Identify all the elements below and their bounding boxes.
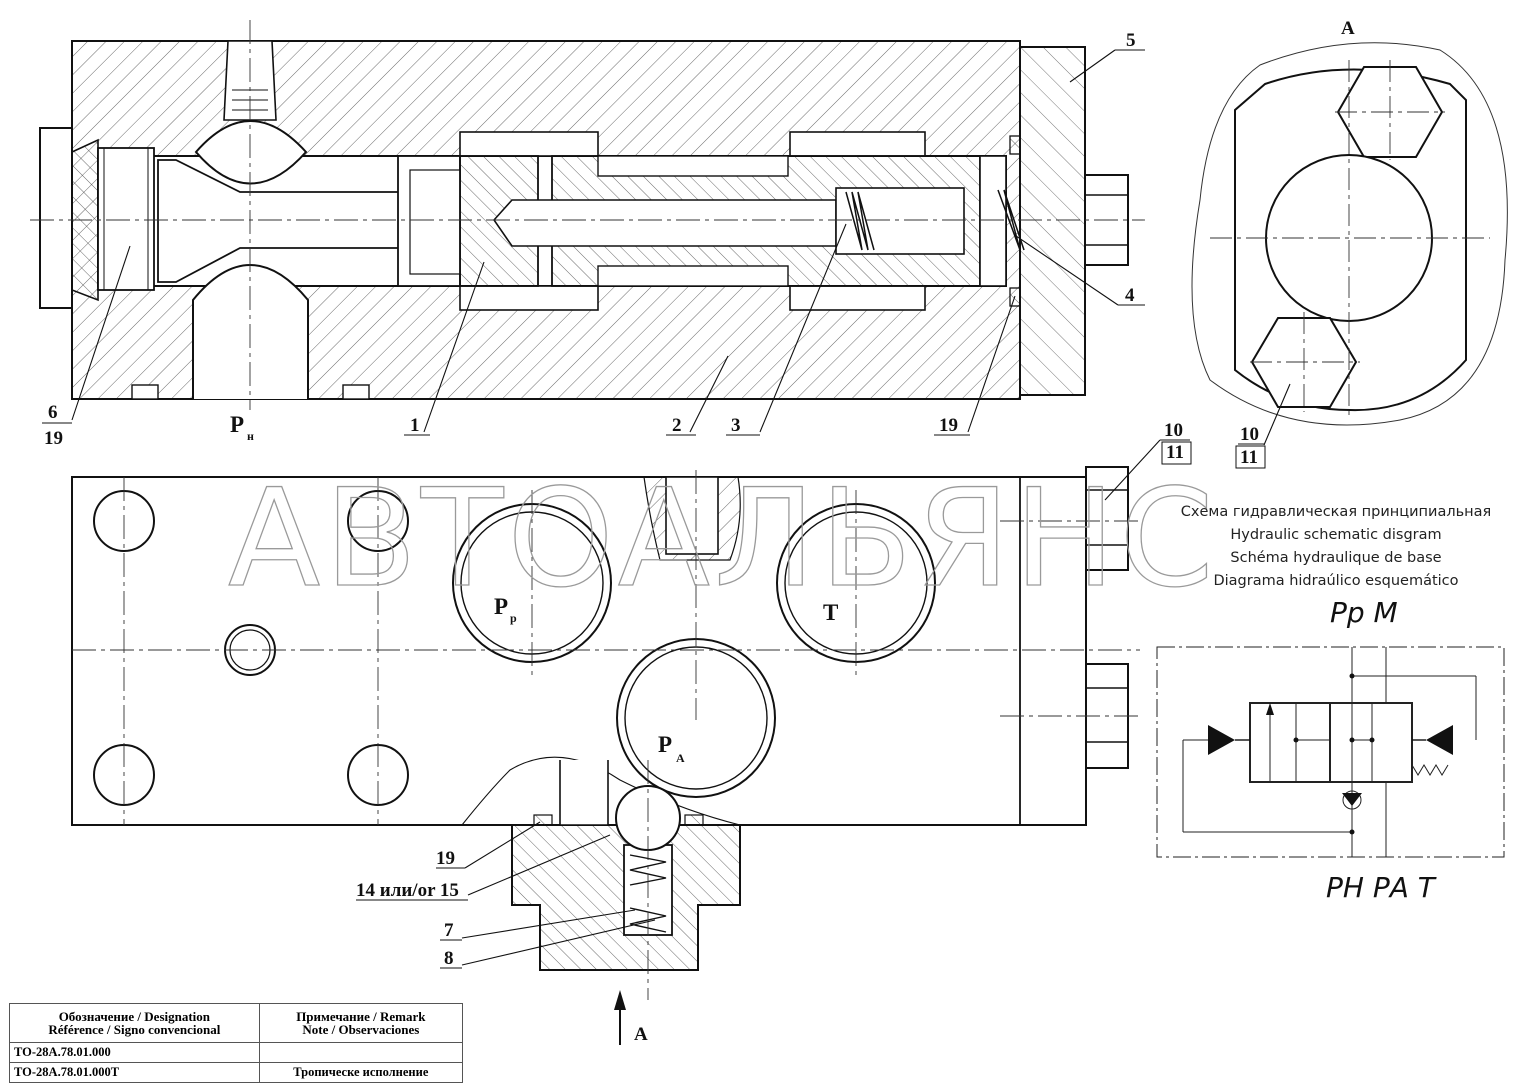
schematic-bottom-ports: PН PА T <box>1326 871 1437 904</box>
hydraulic-schematic: Схема гидравлическая принципиальная Hydr… <box>1156 504 1505 904</box>
section-callouts: 5 4 6 19 1 2 3 19 Р н <box>42 30 1136 449</box>
front-callout-10: 10 <box>1164 420 1183 441</box>
front-callout-14-15: 14 или/or 15 <box>356 880 459 901</box>
table-cell-designation: ТО-28А.78.01.000 <box>9 1042 260 1063</box>
left-cover <box>39 127 73 309</box>
front-callout-8: 8 <box>444 948 454 969</box>
callout-19-right: 19 <box>939 415 958 436</box>
view-a-label: А <box>1341 18 1355 39</box>
port-pn-subscript: н <box>247 429 254 443</box>
port-pn-label: Р <box>230 412 244 437</box>
front-labels: Р р Т Р А 10 11 19 14 или/or 15 7 8 А <box>356 420 1192 1045</box>
table-header-designation: Обозначение / Designation Référence / Si… <box>9 1003 260 1043</box>
table-cell-designation: ТО-28А.78.01.000Т <box>9 1062 260 1083</box>
arrow-a-label: А <box>634 1024 648 1045</box>
callout-4: 4 <box>1125 285 1135 306</box>
section-leaders <box>71 49 1145 433</box>
front-callout-19: 19 <box>436 848 455 869</box>
schematic-top-ports: Pр M <box>1330 596 1398 629</box>
view-a: А 10 11 <box>1191 18 1508 469</box>
callout-3: 3 <box>731 415 741 436</box>
callout-19-left: 19 <box>44 428 63 449</box>
view-a-callout-11: 11 <box>1240 447 1258 468</box>
front-callout-11: 11 <box>1166 442 1184 463</box>
port-pa-label: Р <box>658 732 672 757</box>
table-header-remark: Примечание / Remark Note / Observaciones <box>258 1003 464 1043</box>
designation-table: Обозначение / Designation Référence / Si… <box>9 1003 464 1083</box>
table-cell-remark <box>258 1042 464 1063</box>
port-pa-subscript: А <box>676 751 685 765</box>
schematic-title-es: Diagrama hidraúlico esquemático <box>1213 573 1458 589</box>
table-cell-remark: Тропическе исполнение <box>258 1062 464 1083</box>
schematic-title-en: Hydraulic schematic disgram <box>1230 527 1441 543</box>
port-pr-label: Р <box>494 594 508 619</box>
view-a-callout-10: 10 <box>1240 424 1259 445</box>
table-row: ТО-28А.78.01.000 <box>9 1042 464 1063</box>
callout-1: 1 <box>410 415 420 436</box>
watermark: АВТОАЛЬЯНС <box>228 460 1218 617</box>
callout-2: 2 <box>672 415 682 436</box>
front-centerlines <box>72 470 1140 1000</box>
end-cap <box>1019 46 1086 396</box>
front-view <box>71 466 1129 971</box>
callout-6: 6 <box>48 402 58 423</box>
port-t-label: Т <box>823 600 838 625</box>
schematic-title-fr: Schéma hydraulique de base <box>1230 550 1441 566</box>
schematic-title-ru: Схема гидравлическая принципиальная <box>1181 504 1491 520</box>
table-row: ТО-28А.78.01.000Т Тропическе исполнение <box>9 1062 464 1083</box>
section-view <box>39 40 1129 400</box>
port-pr-subscript: р <box>510 611 517 625</box>
callout-5: 5 <box>1126 30 1136 51</box>
front-callout-7: 7 <box>444 920 454 941</box>
